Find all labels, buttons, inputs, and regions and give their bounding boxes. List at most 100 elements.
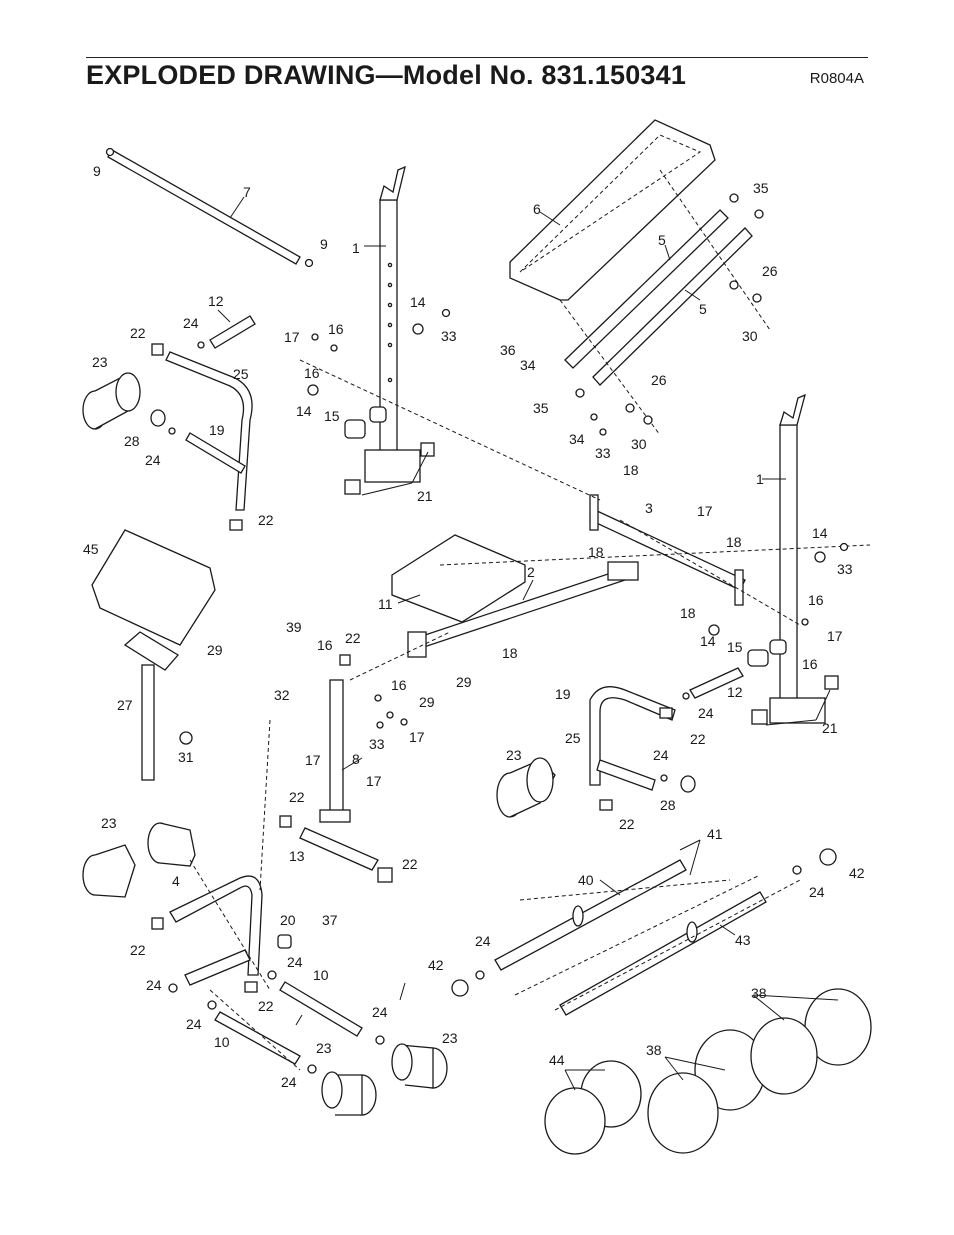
callout: 36 [500,342,516,358]
part-25-leg-right [496,667,744,818]
callout: 41 [707,826,723,842]
callout: 18 [726,534,742,550]
callout: 17 [284,329,300,345]
part-44-plates [544,1060,642,1155]
callout: 9 [93,163,101,179]
callout: 43 [735,932,751,948]
callout: 19 [555,686,571,702]
callout: 24 [186,1016,202,1032]
callout: 25 [565,730,581,746]
callout: 17 [827,628,843,644]
callout: 24 [287,954,303,970]
callout: 16 [808,592,824,608]
callout: 11 [378,596,393,612]
part-7-bar [105,147,314,268]
callout: 16 [317,637,333,653]
callout: 22 [130,942,146,958]
callout: 28 [660,797,676,813]
callout: 5 [699,301,707,317]
callout: 24 [372,1004,388,1020]
part-25-leg-left-top [82,315,256,531]
callout: 7 [243,184,251,200]
callout: 15 [324,408,340,424]
callout: 23 [506,747,522,763]
part-40-bar [451,859,687,997]
callout: 40 [578,872,594,888]
callout: 5 [658,232,666,248]
callout: 17 [366,773,382,789]
callout: 26 [651,372,667,388]
callout: 24 [281,1074,297,1090]
callout: 22 [130,325,146,341]
callout: 33 [595,445,611,461]
callout: 22 [619,816,635,832]
callout: 16 [802,656,818,672]
callout: 33 [837,561,853,577]
callout: 6 [533,201,541,217]
part-13-base [279,815,393,883]
callout: 22 [345,630,361,646]
part-8-upright [319,654,351,823]
callout: 35 [753,180,769,196]
callout: 24 [146,977,162,993]
callout: 18 [680,605,696,621]
callout: 29 [456,674,472,690]
page-title: EXPLODED DRAWING—Model No. 831.150341 [86,60,687,90]
callout: 33 [369,736,385,752]
callout: 42 [428,957,444,973]
part-1-upright-right [747,393,839,725]
callout: 38 [751,985,767,1001]
part-38-plates [647,988,872,1154]
callout: 16 [391,677,407,693]
callout: 24 [183,315,199,331]
callout: 32 [274,687,290,703]
callout: 30 [742,328,758,344]
part-2-frame [407,561,639,658]
callout: 1 [756,471,764,487]
callout: 24 [653,747,669,763]
callout: 34 [520,357,536,373]
callout: 10 [313,967,329,983]
callout: 29 [419,694,435,710]
callout: 17 [305,752,321,768]
header-rule [86,57,868,58]
callout: 3 [645,500,653,516]
callout: 23 [442,1030,458,1046]
callout: 22 [258,998,274,1014]
callout: 33 [441,328,457,344]
callout: 22 [258,512,274,528]
callout: 23 [92,354,108,370]
callout: 10 [214,1034,230,1050]
callout: 2 [527,564,535,580]
callout: 17 [409,729,425,745]
callout: 12 [727,684,743,700]
drawing-code: R0804A [809,70,864,87]
callout: 35 [533,400,549,416]
callout: 14 [410,294,426,310]
callout: 22 [402,856,418,872]
callout: 45 [83,541,99,557]
part-6-backrest [509,119,716,301]
callout: 21 [822,720,838,736]
hardware [168,193,849,1074]
callout: 18 [502,645,518,661]
callout: 19 [209,422,225,438]
part-45-pad [91,529,216,646]
callout: 29 [207,642,223,658]
callout: 12 [208,293,224,309]
callout: 39 [286,619,302,635]
callout: 18 [588,544,604,560]
callout: 34 [569,431,585,447]
callout: 15 [727,639,743,655]
callout: 22 [690,731,706,747]
part-11-seat [391,534,526,623]
callout: 18 [623,462,639,478]
callout: 44 [549,1052,565,1068]
callout: 13 [289,848,305,864]
callout: 17 [697,503,713,519]
callout: 31 [178,749,194,765]
callout: 23 [101,815,117,831]
callout: 20 [280,912,296,928]
part-23-rollers-bottom [321,1043,448,1116]
